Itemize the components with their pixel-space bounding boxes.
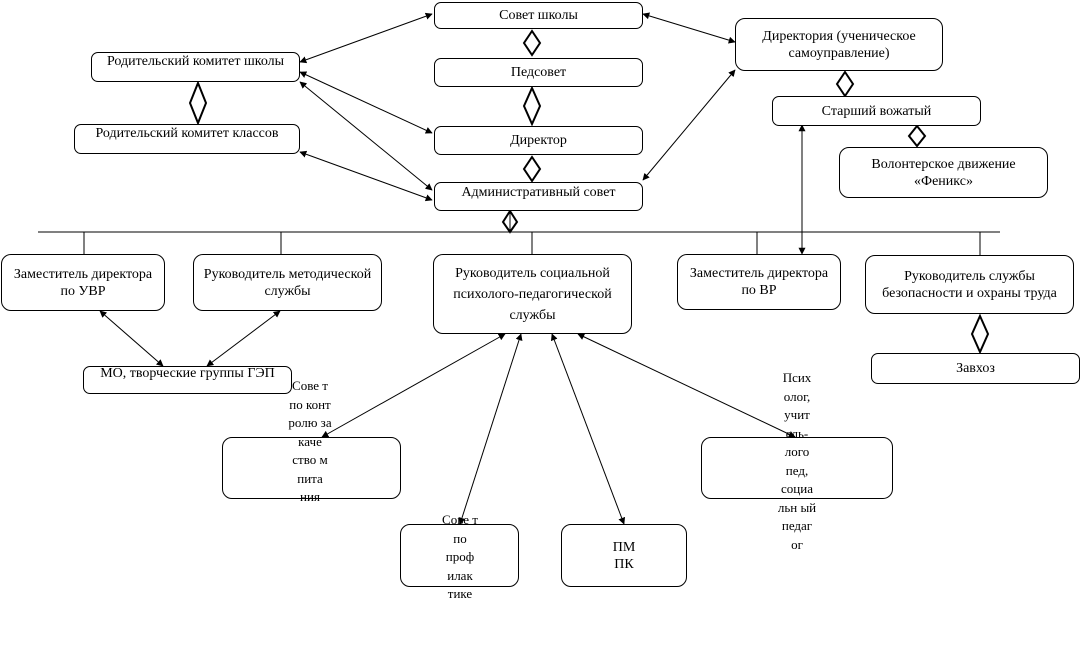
node-parent-committee-classes: Родительский комитет классов bbox=[74, 124, 300, 154]
node-label: Административный совет bbox=[461, 185, 616, 200]
node-prevention-council-label: Сове т по проф илак тике bbox=[442, 512, 478, 601]
node-label: Заместитель директора по ВР bbox=[689, 266, 829, 298]
node-label: Руководитель службы безопасности и охран… bbox=[882, 268, 1057, 301]
node-label: ПМ ПК bbox=[612, 539, 636, 572]
connector-social-prevention bbox=[458, 333, 523, 525]
node-label: Родительский комитет классов bbox=[95, 126, 279, 141]
node-label: МО, творческие группы ГЭП bbox=[100, 366, 275, 381]
connector-social-psych bbox=[577, 333, 796, 438]
node-deputy-vr: Заместитель директора по ВР bbox=[677, 254, 841, 310]
node-label: Старший вожатый bbox=[821, 103, 932, 119]
node-head-social: Руководитель социальной психолого-педаго… bbox=[433, 254, 632, 334]
connector-council-directory bbox=[642, 12, 736, 44]
node-label: Волонтерское движение «Феникс» bbox=[871, 156, 1016, 189]
node-label: Руководитель методической службы bbox=[203, 266, 372, 299]
node-label: Руководитель социальной психолого-педаго… bbox=[453, 265, 612, 323]
diamond-security-caretaker bbox=[970, 313, 990, 355]
node-label: Завхоз bbox=[956, 361, 995, 376]
connector-admin-directory bbox=[642, 69, 736, 181]
node-label: Совет школы bbox=[499, 8, 578, 23]
connector-uvr-mo bbox=[99, 310, 164, 367]
diamond-pedsovet-director bbox=[522, 85, 542, 127]
node-label: Заместитель директора по УВР bbox=[13, 266, 153, 299]
connector-social-pmpk bbox=[550, 333, 626, 525]
node-prevention-council-box bbox=[400, 524, 519, 587]
diamond-director-admin bbox=[522, 155, 542, 183]
connector-parent-council bbox=[299, 12, 433, 64]
node-pmpk: ПМ ПК bbox=[561, 524, 687, 587]
node-deputy-uvr: Заместитель директора по УВР bbox=[1, 254, 165, 311]
connector-classes-admin bbox=[299, 150, 433, 202]
node-label: Педсовет bbox=[510, 65, 567, 80]
node-volunteer: Волонтерское движение «Феникс» bbox=[839, 147, 1048, 198]
node-caretaker: Завхоз bbox=[871, 353, 1080, 384]
node-nutrition-council-box bbox=[222, 437, 401, 499]
node-directory: Директория (ученическое самоуправление) bbox=[735, 18, 943, 71]
node-senior-leader: Старший вожатый bbox=[772, 96, 981, 126]
node-pedsovet: Педсовет bbox=[434, 58, 643, 87]
node-school-council: Совет школы bbox=[434, 2, 643, 29]
node-label: Директор bbox=[510, 133, 567, 148]
connector-parent-admin bbox=[299, 81, 433, 191]
node-psychologist-box bbox=[701, 437, 893, 499]
diamond-council-pedsovet bbox=[522, 29, 542, 57]
connector-method-mo bbox=[206, 310, 281, 367]
node-director: Директор bbox=[434, 126, 643, 155]
node-mo-groups: МО, творческие группы ГЭП bbox=[83, 366, 292, 394]
node-head-security: Руководитель службы безопасности и охран… bbox=[865, 255, 1074, 314]
node-psychologist-label: Псих олог, учит ель- лого пед, социа льн… bbox=[777, 370, 817, 552]
diamond-leader-volunteer bbox=[907, 124, 927, 148]
node-head-method: Руководитель методической службы bbox=[193, 254, 382, 311]
node-label: Родительский комитет школы bbox=[106, 54, 285, 69]
diamond-admin-bus bbox=[501, 209, 519, 234]
node-admin-council: Административный совет bbox=[434, 182, 643, 211]
connector-parent-director bbox=[299, 71, 433, 134]
diamond-directory-leader bbox=[835, 70, 855, 98]
node-label: Директория (ученическое самоуправление) bbox=[762, 28, 916, 61]
connector-social-nutrition bbox=[321, 333, 506, 438]
node-parent-committee-school: Родительский комитет школы bbox=[91, 52, 300, 82]
node-nutrition-council-label: Сове т по конт ролю за каче ство м пита … bbox=[288, 378, 332, 504]
diamond-parent-committees bbox=[188, 80, 208, 126]
